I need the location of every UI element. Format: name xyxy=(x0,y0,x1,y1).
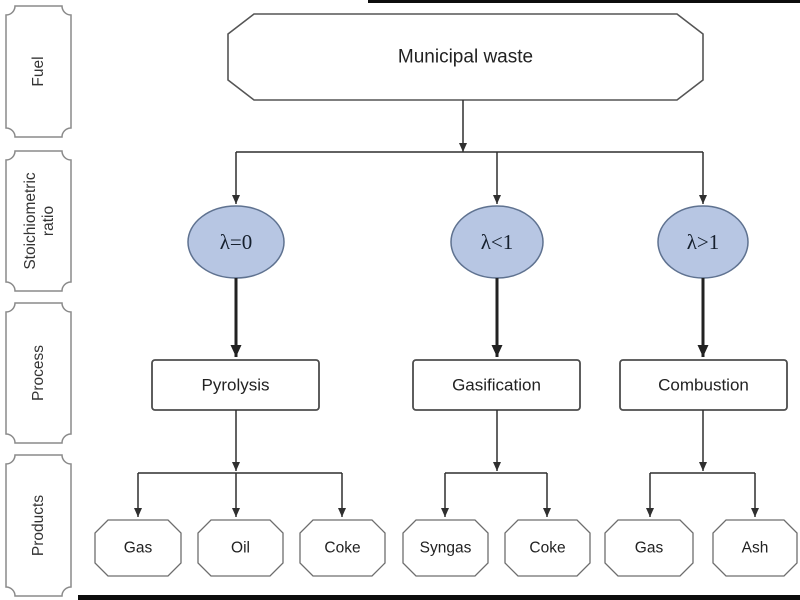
sidebar-label-products: Products xyxy=(30,495,47,556)
product-label: Ash xyxy=(742,540,769,557)
product-box xyxy=(197,519,284,577)
sidebar-plaque xyxy=(5,5,72,138)
process-label: Gasification xyxy=(452,376,541,395)
sidebar-label-ratio: ratio xyxy=(40,206,57,236)
ratio-label: λ>1 xyxy=(687,230,720,254)
product-box xyxy=(712,519,798,577)
node-municipal-waste: Municipal waste xyxy=(227,13,704,101)
product-label: Gas xyxy=(635,540,664,557)
sidebar-row-stoichiometric-ratio: Stoichiometric ratio xyxy=(5,150,72,292)
product-label: Coke xyxy=(324,540,360,557)
sidebar-row-process: Process xyxy=(5,302,72,444)
node-product-syngas: Syngas xyxy=(402,519,489,577)
sidebar-row-fuel: Fuel xyxy=(5,5,72,138)
product-label: Oil xyxy=(231,540,250,557)
product-box xyxy=(299,519,386,577)
sidebar-label-fuel: Fuel xyxy=(30,56,47,86)
node-product-oil: Oil xyxy=(197,519,284,577)
sidebar-plaque xyxy=(5,454,72,597)
node-product-gas-combustion: Gas xyxy=(604,519,694,577)
product-box xyxy=(402,519,489,577)
process-label: Combustion xyxy=(658,376,749,395)
scan-edge-top xyxy=(368,0,800,3)
sidebar-row-products: Products xyxy=(5,454,72,597)
node-product-ash: Ash xyxy=(712,519,798,577)
municipal-waste-shape xyxy=(227,13,704,101)
node-process-gasification: Gasification xyxy=(412,359,581,411)
node-ratio-lambda-gt1: λ>1 xyxy=(657,205,749,279)
ratio-label: λ=0 xyxy=(220,230,253,254)
product-box xyxy=(94,519,182,577)
sidebar-plaque xyxy=(5,302,72,444)
product-label: Syngas xyxy=(420,540,472,557)
sidebar-label-process: Process xyxy=(30,345,47,401)
ratio-label: λ<1 xyxy=(481,230,514,254)
municipal-waste-label: Municipal waste xyxy=(398,47,533,68)
node-process-pyrolysis: Pyrolysis xyxy=(151,359,320,411)
sidebar-plaque xyxy=(5,150,72,292)
node-product-gas-pyrolysis: Gas xyxy=(94,519,182,577)
node-ratio-lambda-lt1: λ<1 xyxy=(450,205,544,279)
product-label: Gas xyxy=(124,540,153,557)
product-box xyxy=(604,519,694,577)
node-product-coke-pyrolysis: Coke xyxy=(299,519,386,577)
node-product-coke-gasification: Coke xyxy=(504,519,591,577)
scan-edge-bottom xyxy=(78,595,800,600)
product-box xyxy=(504,519,591,577)
node-ratio-lambda0: λ=0 xyxy=(187,205,285,279)
sidebar-label-stoichiometric: Stoichiometric xyxy=(22,172,39,270)
process-label: Pyrolysis xyxy=(201,376,269,395)
node-process-combustion: Combustion xyxy=(619,359,788,411)
product-label: Coke xyxy=(529,540,565,557)
